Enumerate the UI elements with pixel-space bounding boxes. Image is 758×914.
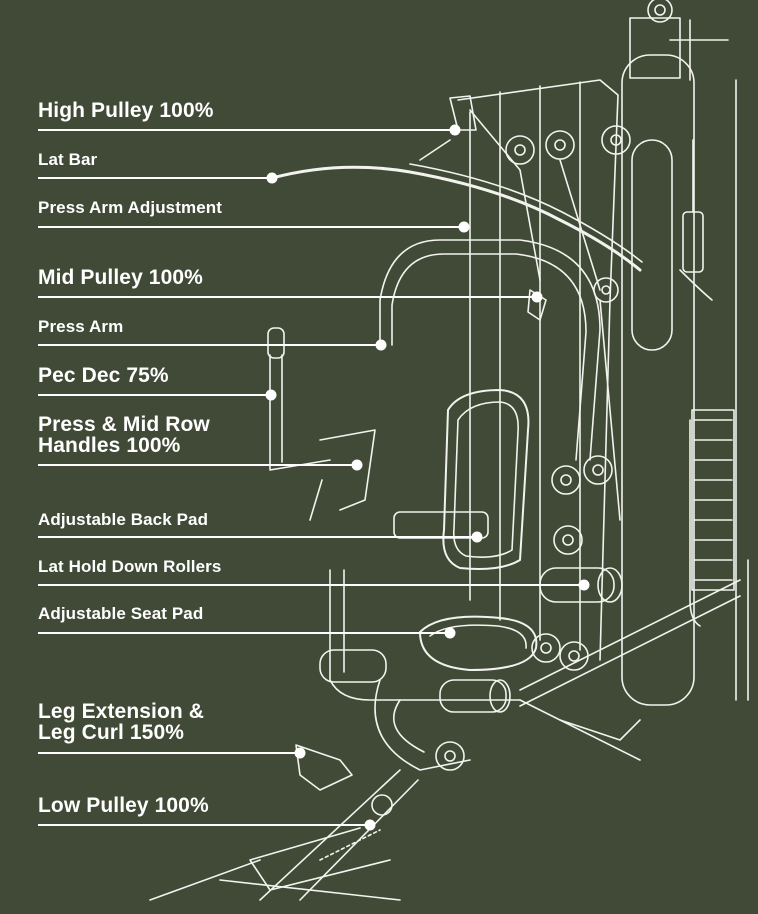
label-lat-bar: Lat Bar <box>38 150 98 169</box>
top-bracket <box>629 17 681 79</box>
dot-low-pulley <box>364 819 376 831</box>
dot-adjustable-back-pad <box>471 531 483 543</box>
label-high-pulley: High Pulley 100% <box>38 99 214 122</box>
dot-press-mid-row-handles <box>351 459 363 471</box>
dot-adjustable-seat-pad <box>444 627 456 639</box>
dot-leg-extension <box>294 747 306 759</box>
dot-pec-dec <box>265 389 277 401</box>
dot-press-arm-adjustment <box>458 221 470 233</box>
dot-mid-pulley <box>531 291 543 303</box>
label-adjustable-back-pad: Adjustable Back Pad <box>38 510 209 529</box>
label-leg-extension-curl: Leg Extension & Leg Curl 150% <box>38 700 205 744</box>
dot-high-pulley <box>449 124 461 136</box>
label-mid-pulley: Mid Pulley 100% <box>38 266 203 289</box>
weight-stack <box>691 409 735 591</box>
tower-window <box>631 139 673 351</box>
dot-press-arm <box>375 339 387 351</box>
label-lat-hold-down-rollers: Lat Hold Down Rollers <box>38 557 222 576</box>
label-press-arm: Press Arm <box>38 317 124 336</box>
label-adjustable-seat-pad: Adjustable Seat Pad <box>38 604 204 623</box>
label-press-arm-adjustment: Press Arm Adjustment <box>38 198 223 217</box>
dot-lat-bar <box>266 172 278 184</box>
tower-column <box>621 54 695 706</box>
dot-lat-hold-down-rollers <box>578 579 590 591</box>
label-low-pulley: Low Pulley 100% <box>38 794 209 817</box>
label-press-mid-row-handles: Press & Mid Row Handles 100% <box>38 413 210 457</box>
label-pec-dec: Pec Dec 75% <box>38 364 169 387</box>
